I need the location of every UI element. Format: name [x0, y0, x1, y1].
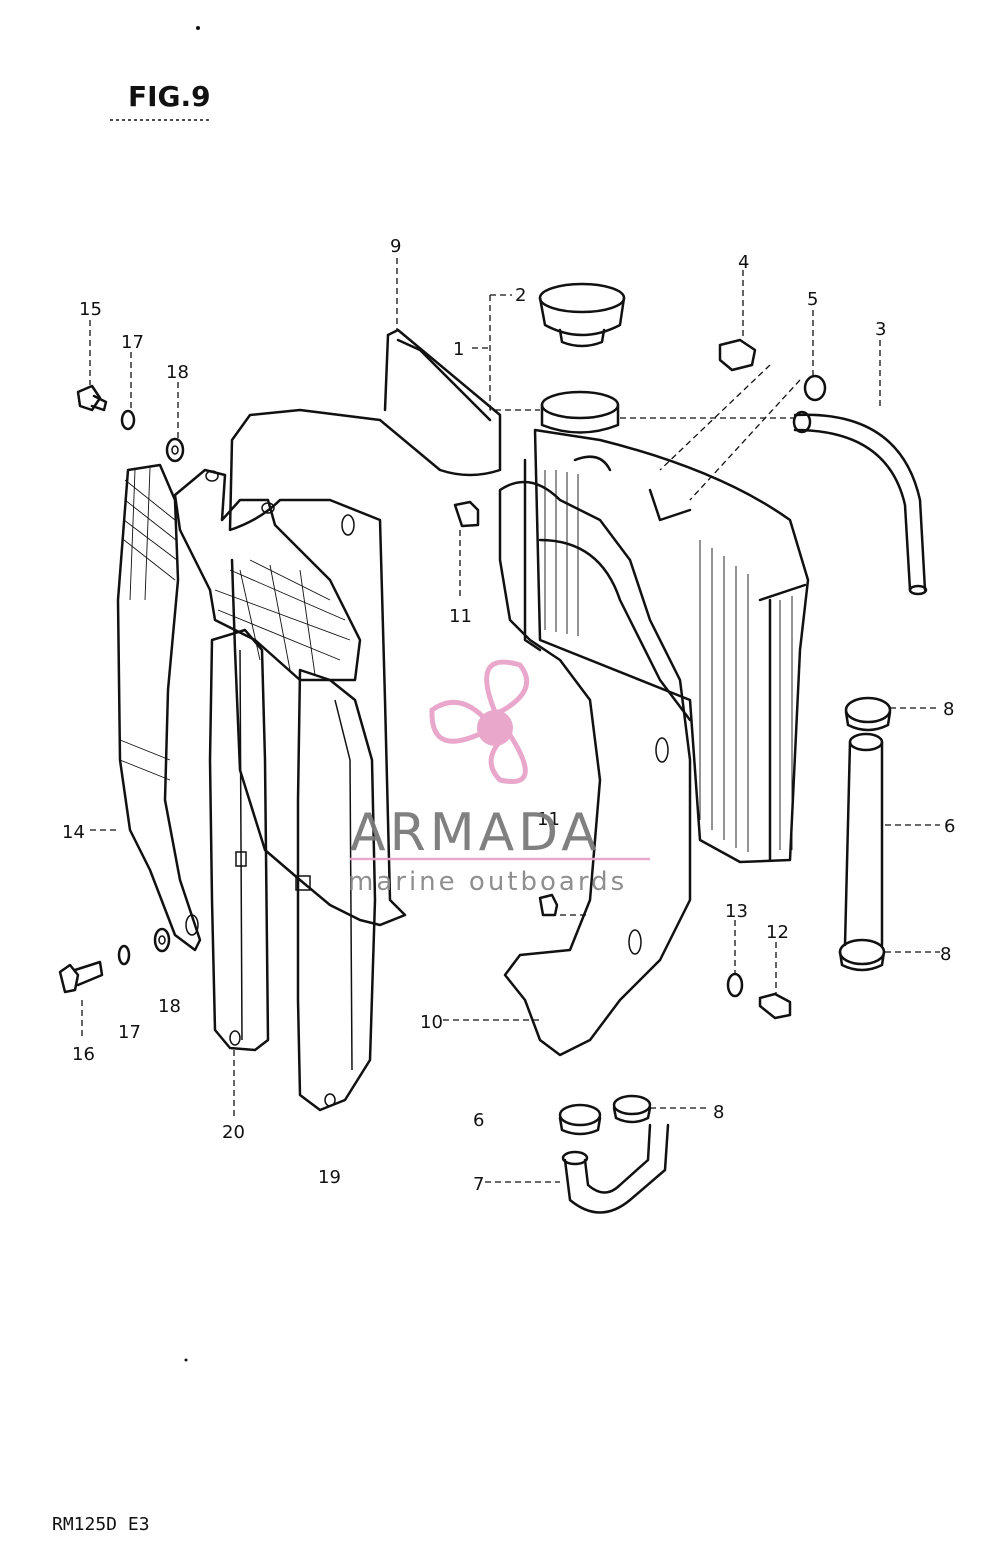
scan-speck [184, 1358, 188, 1362]
watermark-tagline: marine outboards [348, 867, 627, 897]
washer-13 [726, 972, 744, 998]
clip-11-bottom [538, 893, 559, 917]
callout-1: 1 [453, 339, 464, 360]
clip-11-top [453, 500, 480, 528]
callout-10: 10 [420, 1012, 443, 1033]
callout-9: 9 [390, 236, 401, 257]
callout-13: 13 [725, 901, 748, 922]
footer-model-code: RM125D E3 [52, 1514, 150, 1535]
callout-7: 7 [473, 1174, 484, 1195]
bolt-16 [58, 960, 104, 994]
leader-lines [81, 258, 940, 1183]
callout-5: 5 [807, 289, 818, 310]
right-shroud [498, 480, 692, 1057]
inner-mesh-panel [173, 468, 362, 682]
nut-4 [718, 338, 757, 372]
radiator-shroud [228, 328, 502, 927]
callout-6-right: 6 [944, 816, 955, 837]
scan-speck [196, 26, 200, 30]
callout-2: 2 [515, 285, 526, 306]
callout-17-top: 17 [121, 332, 144, 353]
side-panel-19 [295, 668, 377, 1112]
callout-4: 4 [738, 252, 749, 273]
washer-18-bottom [153, 927, 171, 953]
washer-18-top [165, 437, 185, 463]
propeller-logo [429, 659, 530, 784]
callout-14: 14 [62, 822, 85, 843]
callout-18-top: 18 [166, 362, 189, 383]
callout-8-right-bottom: 8 [940, 944, 951, 965]
callout-6-bottom: 6 [473, 1110, 484, 1131]
callout-18-bottom: 18 [158, 996, 181, 1017]
callout-15: 15 [79, 299, 102, 320]
callout-16: 16 [72, 1044, 95, 1065]
hose-3 [792, 410, 928, 596]
bolt-12 [758, 992, 792, 1020]
hose-7 [558, 1094, 670, 1214]
callout-20: 20 [222, 1122, 245, 1143]
side-panel-20 [208, 628, 270, 1052]
radiator-core [523, 390, 810, 864]
callout-8-right-top: 8 [943, 699, 954, 720]
radiator-cap [538, 282, 626, 348]
callout-17-bottom: 17 [118, 1022, 141, 1043]
callout-labels: 9 2 1 4 5 3 15 17 18 11 8 11 6 14 13 12 … [62, 236, 955, 1195]
callout-12: 12 [766, 922, 789, 943]
grommet-5 [803, 374, 827, 402]
bolt-15 [76, 384, 108, 412]
figure-title: FIG.9 [128, 80, 211, 113]
washer-17-top [120, 409, 136, 431]
callout-8-bottom: 8 [713, 1102, 724, 1123]
callout-19: 19 [318, 1167, 341, 1188]
washer-17-bottom [117, 944, 131, 966]
callout-11-top: 11 [449, 606, 472, 627]
left-shroud [116, 463, 202, 952]
watermark: ARMADA marine outboards [348, 659, 650, 897]
callout-3: 3 [875, 319, 886, 340]
callout-11-bottom: 11 [537, 809, 560, 830]
watermark-brand: ARMADA [350, 803, 601, 863]
hose-6 [838, 696, 892, 972]
